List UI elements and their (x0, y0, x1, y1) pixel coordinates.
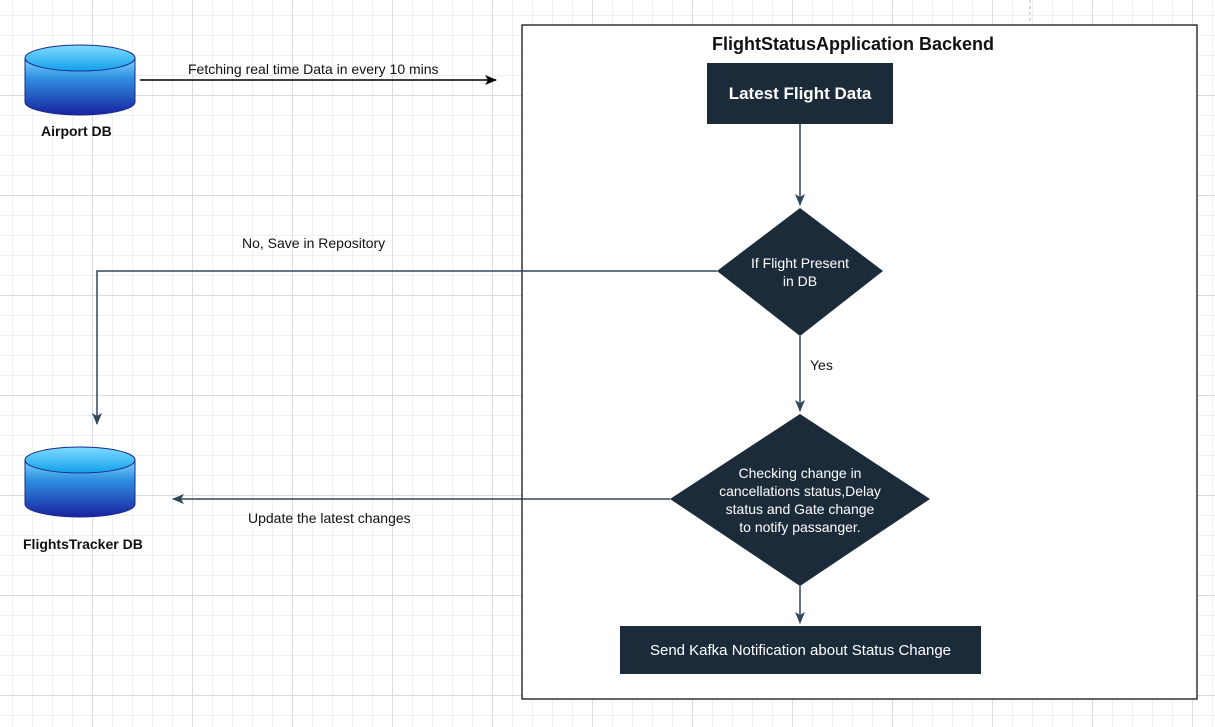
latest-flight-data-box[interactable] (707, 63, 893, 124)
decision-present-text: If Flight Present in DB (720, 254, 880, 290)
backend-container[interactable] (521, 24, 1198, 700)
decision-present-line1: If Flight Present (750, 255, 850, 271)
decision-present-line2: in DB (782, 273, 818, 289)
latest-flight-data-label: Latest Flight Data (728, 83, 872, 103)
flightstracker-db-cylinder-icon[interactable] (24, 446, 136, 518)
send-kafka-label: Send Kafka Notification about Status Cha… (649, 641, 952, 659)
backend-title: FlightStatusApplication Backend (712, 34, 995, 54)
fetching-label: Fetching real time Data in every 10 mins (188, 61, 439, 77)
decision-check-line3: status and Gate change (725, 501, 875, 517)
update-label: Update the latest changes (248, 510, 411, 526)
decision-check-line1: Checking change in (738, 465, 862, 481)
decision-check-text: Checking change in cancellations status,… (690, 464, 910, 536)
airport-db-label: Airport DB (41, 123, 112, 139)
decision-check-line2: cancellations status,Delay (719, 483, 881, 499)
no-save-label: No, Save in Repository (242, 235, 386, 251)
flightstracker-db-label: FlightsTracker DB (23, 536, 143, 552)
yes-label: Yes (810, 357, 833, 373)
decision-check-change-diamond[interactable] (670, 414, 930, 586)
airport-db-cylinder-icon[interactable] (24, 44, 136, 116)
decision-flight-present-diamond[interactable] (717, 208, 883, 336)
send-kafka-box[interactable] (620, 626, 981, 674)
no-save-arrow[interactable] (92, 270, 717, 425)
decision-check-line4: to notify passanger. (739, 519, 861, 535)
